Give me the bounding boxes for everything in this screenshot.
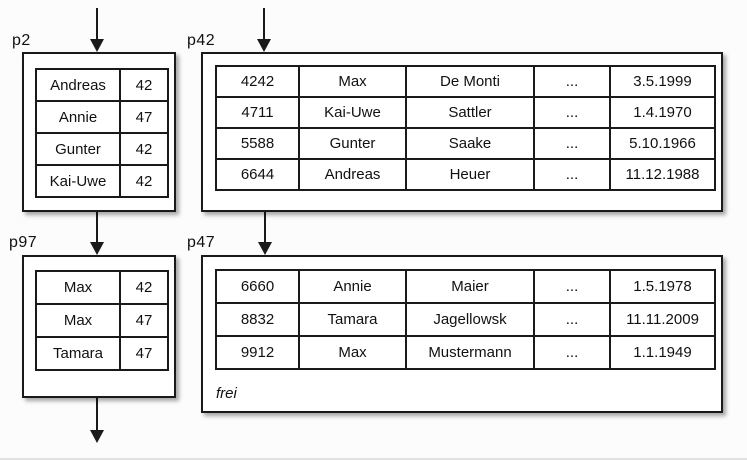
table-cell: 47 bbox=[119, 303, 169, 338]
record-table-p42: 4242 Max De Monti ... 3.5.1999 4711 Kai-… bbox=[215, 65, 716, 191]
arrow-into-p2 bbox=[90, 8, 104, 52]
arrow-down-icon bbox=[90, 430, 104, 443]
table-cell: 5588 bbox=[215, 127, 300, 160]
table-cell: Jagellowsk bbox=[405, 302, 535, 337]
table-cell: Andreas bbox=[298, 158, 407, 191]
page-label-p97: p97 bbox=[9, 234, 38, 251]
table-cell: Gunter bbox=[35, 132, 121, 166]
table-cell: 1.4.1970 bbox=[609, 96, 716, 129]
table-row: Andreas 42 bbox=[35, 68, 169, 102]
table-cell: Annie bbox=[298, 269, 407, 304]
page-label-p42: p42 bbox=[187, 32, 216, 49]
table-cell: Tamara bbox=[298, 302, 407, 337]
table-row: Max 47 bbox=[35, 303, 169, 338]
table-cell: Gunter bbox=[298, 127, 407, 160]
arrow-out-of-p97 bbox=[90, 398, 104, 443]
table-cell: Max bbox=[298, 335, 407, 370]
arrow-shaft bbox=[96, 8, 98, 43]
page-bottom-divider bbox=[0, 458, 747, 460]
table-cell: Kai-Uwe bbox=[35, 164, 121, 198]
arrow-down-icon bbox=[258, 242, 272, 255]
table-row: Tamara 47 bbox=[35, 336, 169, 371]
table-row: Kai-Uwe 42 bbox=[35, 164, 169, 198]
record-table-p47: 6660 Annie Maier ... 1.5.1978 8832 Tamar… bbox=[215, 269, 716, 370]
page-box-p42: 4242 Max De Monti ... 3.5.1999 4711 Kai-… bbox=[201, 52, 723, 212]
table-cell: ... bbox=[533, 65, 611, 98]
table-row: 6644 Andreas Heuer ... 11.12.1988 bbox=[215, 158, 716, 191]
table-cell: ... bbox=[533, 302, 611, 337]
table-cell: 42 bbox=[119, 68, 169, 102]
table-cell: Maier bbox=[405, 269, 535, 304]
arrow-shaft bbox=[96, 398, 98, 434]
table-cell: 1.1.1949 bbox=[609, 335, 716, 370]
page-box-p47: 6660 Annie Maier ... 1.5.1978 8832 Tamar… bbox=[201, 255, 723, 413]
index-table-p97: Max 42 Max 47 Tamara 47 bbox=[35, 270, 169, 371]
table-cell: 11.12.1988 bbox=[609, 158, 716, 191]
table-cell: Kai-Uwe bbox=[298, 96, 407, 129]
table-cell: 6660 bbox=[215, 269, 300, 304]
table-cell: 6644 bbox=[215, 158, 300, 191]
table-cell: ... bbox=[533, 96, 611, 129]
free-space-label: frei bbox=[216, 385, 237, 402]
table-row: 6660 Annie Maier ... 1.5.1978 bbox=[215, 269, 716, 304]
table-row: Max 42 bbox=[35, 270, 169, 305]
table-cell: Saake bbox=[405, 127, 535, 160]
table-cell: ... bbox=[533, 269, 611, 304]
arrow-down-icon bbox=[90, 242, 104, 255]
arrow-shaft bbox=[263, 8, 265, 43]
table-row: 4242 Max De Monti ... 3.5.1999 bbox=[215, 65, 716, 98]
table-cell: 9912 bbox=[215, 335, 300, 370]
table-cell: Max bbox=[35, 303, 121, 338]
table-cell: Mustermann bbox=[405, 335, 535, 370]
table-cell: 11.11.2009 bbox=[609, 302, 716, 337]
table-cell: De Monti bbox=[405, 65, 535, 98]
table-cell: ... bbox=[533, 158, 611, 191]
arrow-down-icon bbox=[257, 39, 271, 52]
table-cell: 42 bbox=[119, 270, 169, 305]
page-label-p47: p47 bbox=[187, 234, 216, 251]
arrow-p2-to-p97 bbox=[90, 212, 104, 255]
arrow-p42-to-p47 bbox=[258, 212, 272, 255]
table-cell: Heuer bbox=[405, 158, 535, 191]
table-cell: 42 bbox=[119, 164, 169, 198]
page-label-p2: p2 bbox=[12, 32, 31, 49]
table-cell: Max bbox=[298, 65, 407, 98]
table-cell: Annie bbox=[35, 100, 121, 134]
table-cell: 1.5.1978 bbox=[609, 269, 716, 304]
page-box-p97: Max 42 Max 47 Tamara 47 bbox=[22, 255, 176, 398]
table-cell: Tamara bbox=[35, 336, 121, 371]
table-cell: Sattler bbox=[405, 96, 535, 129]
table-row: Gunter 42 bbox=[35, 132, 169, 166]
table-cell: 47 bbox=[119, 336, 169, 371]
table-cell: 8832 bbox=[215, 302, 300, 337]
table-row: 4711 Kai-Uwe Sattler ... 1.4.1970 bbox=[215, 96, 716, 129]
table-row: 9912 Max Mustermann ... 1.1.1949 bbox=[215, 335, 716, 370]
table-row: 5588 Gunter Saake ... 5.10.1966 bbox=[215, 127, 716, 160]
table-cell: 4711 bbox=[215, 96, 300, 129]
table-cell: 3.5.1999 bbox=[609, 65, 716, 98]
table-cell: 5.10.1966 bbox=[609, 127, 716, 160]
index-table-p2: Andreas 42 Annie 47 Gunter 42 Kai-Uwe 42 bbox=[35, 68, 169, 198]
table-cell: ... bbox=[533, 335, 611, 370]
table-cell: ... bbox=[533, 127, 611, 160]
table-cell: Andreas bbox=[35, 68, 121, 102]
arrow-into-p42 bbox=[257, 8, 271, 52]
table-cell: 4242 bbox=[215, 65, 300, 98]
arrow-shaft bbox=[264, 212, 266, 246]
table-row: 8832 Tamara Jagellowsk ... 11.11.2009 bbox=[215, 302, 716, 337]
table-cell: Max bbox=[35, 270, 121, 305]
table-row: Annie 47 bbox=[35, 100, 169, 134]
table-cell: 42 bbox=[119, 132, 169, 166]
arrow-shaft bbox=[96, 212, 98, 246]
page-box-p2: Andreas 42 Annie 47 Gunter 42 Kai-Uwe 42 bbox=[22, 52, 176, 212]
table-cell: 47 bbox=[119, 100, 169, 134]
arrow-down-icon bbox=[90, 39, 104, 52]
